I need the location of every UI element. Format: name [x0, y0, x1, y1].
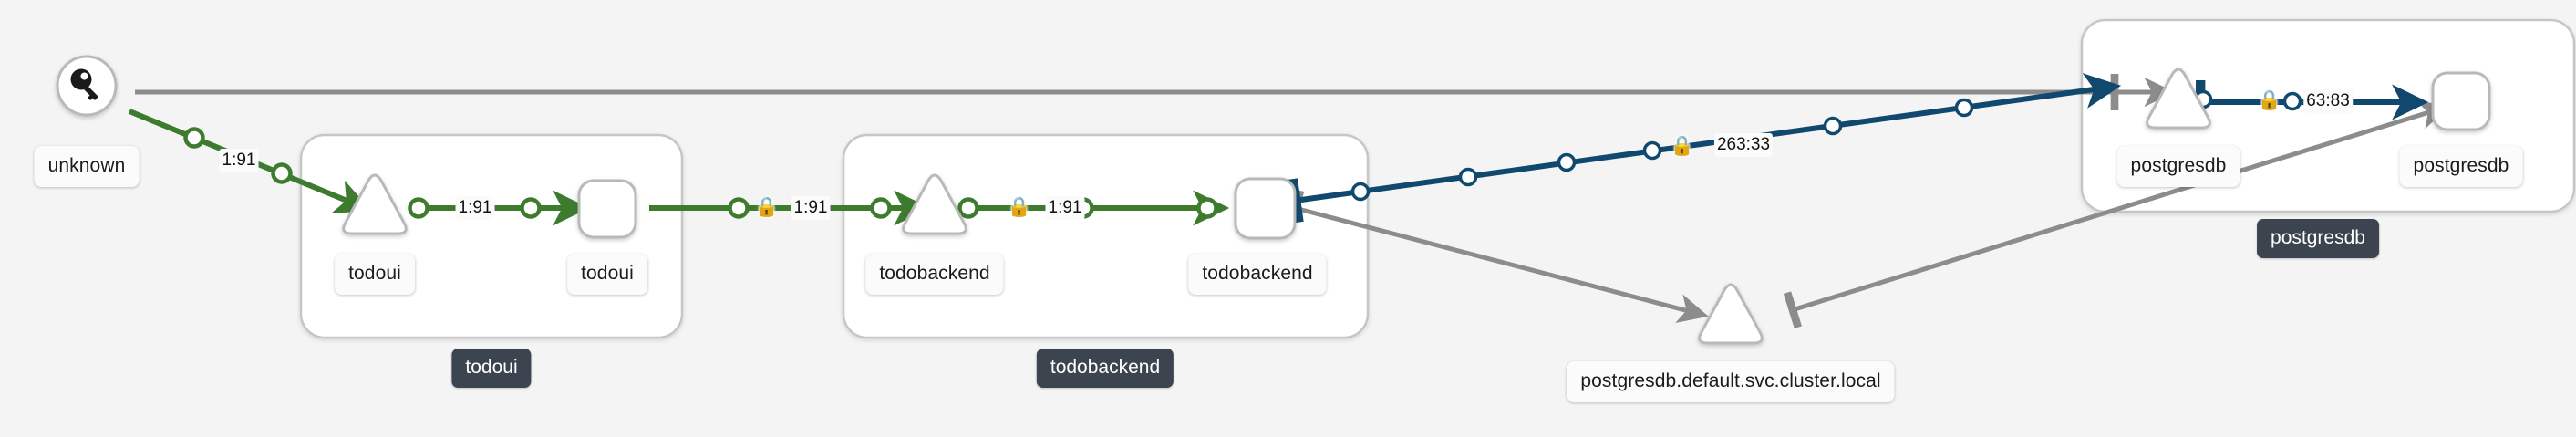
edge-label-todobackend-postgresdb: 263:33 [1713, 133, 1774, 157]
node-unknown[interactable] [56, 55, 118, 117]
group-badge-todoui[interactable]: todoui [451, 349, 532, 388]
edge-label-todobackend-internal: 1:91 [1045, 196, 1085, 220]
node-label-todoui-service: todoui [335, 254, 415, 295]
group-badge-postgresdb[interactable]: postgresdb [2257, 219, 2379, 258]
edge-label-unknown-todoui: 1:91 [219, 149, 259, 172]
node-todobackend-workload[interactable] [1234, 177, 1297, 240]
node-label-todobackend-workload: todobackend [1188, 254, 1327, 295]
node-postgresdb-workload[interactable] [2431, 71, 2491, 131]
node-todoui-service[interactable] [342, 173, 408, 235]
edge-label-postgresdb-internal: 63:83 [2303, 89, 2353, 113]
lock-icon: 🔒 [1670, 135, 1695, 157]
node-todoui-workload[interactable] [577, 179, 637, 239]
node-postgresdb-service[interactable] [2146, 68, 2211, 130]
edge-label-todoui-todobackend: 1:91 [791, 196, 831, 220]
edge-todoui-svc-to-wl[interactable] [408, 190, 590, 226]
node-todobackend-service[interactable] [902, 173, 967, 235]
edge-todobackend-wl-to-postgresdb-svc[interactable] [1288, 73, 2122, 224]
lock-icon: 🔒 [2257, 89, 2282, 111]
node-label-postgresdb-external: postgresdb.default.svc.cluster.local [1567, 361, 1895, 402]
node-label-postgresdb-service: postgresdb [2116, 146, 2240, 187]
node-label-todobackend-service: todobackend [865, 254, 1004, 295]
lock-icon: 🔒 [1007, 196, 1032, 218]
edge-todoui-wl-to-todobackend-svc[interactable] [649, 190, 931, 226]
lock-icon: 🔒 [754, 196, 780, 218]
key-icon [70, 68, 98, 100]
node-label-unknown: unknown [34, 146, 140, 187]
node-label-todoui-workload: todoui [567, 254, 647, 295]
node-postgresdb-external-service[interactable] [1698, 283, 1764, 345]
edge-todobackend-to-pgdb-external[interactable] [1287, 189, 1709, 323]
edge-label-todoui-internal: 1:91 [455, 196, 495, 220]
node-label-postgresdb-workload: postgresdb [2399, 146, 2523, 187]
group-badge-todobackend[interactable]: todobackend [1036, 349, 1174, 388]
